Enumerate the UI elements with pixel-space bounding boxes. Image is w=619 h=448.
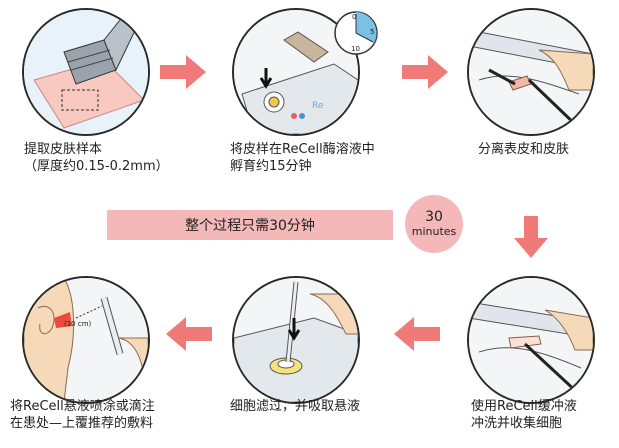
step-6-illustration: (10 cm) bbox=[22, 276, 150, 404]
step-6-line-2: 在患处—上覆推荐的敷料 bbox=[10, 416, 154, 431]
step-4-caption: 使用ReCell缓冲液 冲洗并收集细胞 bbox=[471, 398, 577, 432]
total-time-banner: 整个过程只需30分钟 bbox=[107, 210, 393, 240]
step-2-illustration: Re bbox=[232, 8, 360, 136]
step-5-line-1: 细胞滤过，并吸取悬液 bbox=[230, 399, 361, 414]
step-5-illustration bbox=[232, 276, 360, 404]
step-3-line-1: 分离表皮和皮肤 bbox=[478, 142, 570, 157]
timer-icon: 0 5 10 bbox=[333, 10, 379, 56]
step-4-line-1: 使用ReCell缓冲液 bbox=[471, 399, 577, 414]
timer-label-right: 5 bbox=[370, 28, 375, 36]
banner-text: 整个过程只需30分钟 bbox=[185, 218, 315, 234]
time-badge: 30 minutes bbox=[405, 195, 463, 253]
step-3-caption: 分离表皮和皮肤 bbox=[478, 141, 569, 158]
step-1-caption: 提取皮肤样本 （厚度约0.15-0.2mm） bbox=[24, 141, 169, 175]
badge-number: 30 bbox=[425, 209, 443, 225]
arrow-left-icon bbox=[166, 317, 212, 351]
arrow-left-icon bbox=[394, 317, 440, 351]
step-2-caption: 将皮样在ReCell酶溶液中 孵育约15分钟 bbox=[230, 141, 375, 175]
badge-unit: minutes bbox=[411, 225, 457, 238]
arrow-down-icon bbox=[514, 216, 548, 258]
step-3-illustration bbox=[467, 8, 595, 136]
step-5-caption: 细胞滤过，并吸取悬液 bbox=[230, 398, 360, 415]
step-1-line-1: 提取皮肤样本 bbox=[24, 142, 103, 157]
arrow-right-icon bbox=[402, 55, 448, 89]
step-6-caption: 将ReCell悬液喷涂或滴注 在患处—上覆推荐的敷料 bbox=[10, 398, 155, 432]
step-2-line-2: 孵育约15分钟 bbox=[230, 159, 312, 174]
step-1-line-2: （厚度约0.15-0.2mm） bbox=[24, 159, 169, 174]
step-1-illustration bbox=[22, 8, 150, 136]
timer-label-top: 0 bbox=[352, 13, 357, 21]
timer-label-bottom: 10 bbox=[351, 45, 360, 53]
svg-text:Re: Re bbox=[312, 101, 324, 111]
step-4-illustration bbox=[467, 276, 595, 404]
step-6-line-1: 将ReCell悬液喷涂或滴注 bbox=[10, 399, 155, 414]
spray-distance-label: (10 cm) bbox=[64, 320, 92, 328]
arrow-right-icon bbox=[160, 55, 206, 89]
step-4-line-2: 冲洗并收集细胞 bbox=[471, 416, 563, 431]
step-2-line-1: 将皮样在ReCell酶溶液中 bbox=[230, 142, 375, 157]
